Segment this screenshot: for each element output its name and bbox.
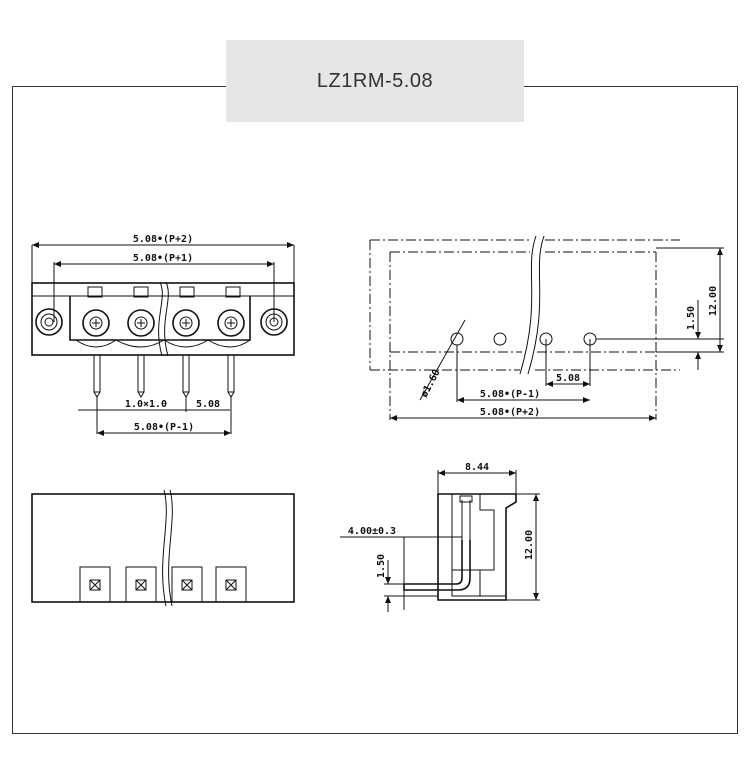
flange-hole-left [35, 308, 63, 336]
bottom-body-outline [31, 493, 295, 603]
title-box: LZ1RM-5.08 [226, 40, 524, 122]
dim-pitch: 5.08 [196, 399, 220, 410]
side-bent-pin [403, 540, 471, 591]
front-body-outline [31, 282, 295, 356]
dim-top-offset: 1.50 [686, 306, 697, 330]
dim-side-pin-length: 4.00±0.3 [348, 526, 396, 537]
dim-side-height: 12.00 [524, 530, 535, 560]
front-terminal-block [69, 296, 251, 341]
dim-top-pitch: 5.08 [556, 373, 580, 384]
dim-top-total: 5.08•(P+2) [480, 407, 540, 418]
dim-front-total: 5.08•(P+2) [133, 234, 193, 245]
dim-side-offset: 1.50 [376, 554, 387, 578]
dim-top-hole: ø1.60 [419, 368, 443, 400]
bottom-view-pins [79, 566, 247, 603]
front-view: 5.08•(P+2) 5.08•(P+1) 1.0×1.0 5.08 5.08•… [31, 234, 295, 436]
product-title: LZ1RM-5.08 [316, 69, 434, 92]
front-pins [93, 354, 235, 398]
top-view-holes [450, 332, 597, 346]
front-screw-tops [87, 286, 241, 298]
side-view: 8.44 4.00±0.3 1.50 12.00 [340, 462, 540, 612]
dim-top-height: 12.00 [708, 286, 719, 316]
top-view: ø1.60 12.00 1.50 5.08 5.08•(P-1) 5.08•(P… [369, 235, 724, 421]
dim-side-width: 8.44 [465, 462, 489, 473]
dim-front-inner: 5.08•(P+1) [133, 253, 193, 264]
bottom-view [31, 489, 295, 607]
dim-pin-size: 1.0×1.0 [125, 399, 167, 410]
front-screws [82, 309, 245, 337]
dim-pin-span: 5.08•(P-1) [134, 422, 194, 433]
dim-top-span: 5.08•(P-1) [480, 389, 540, 400]
